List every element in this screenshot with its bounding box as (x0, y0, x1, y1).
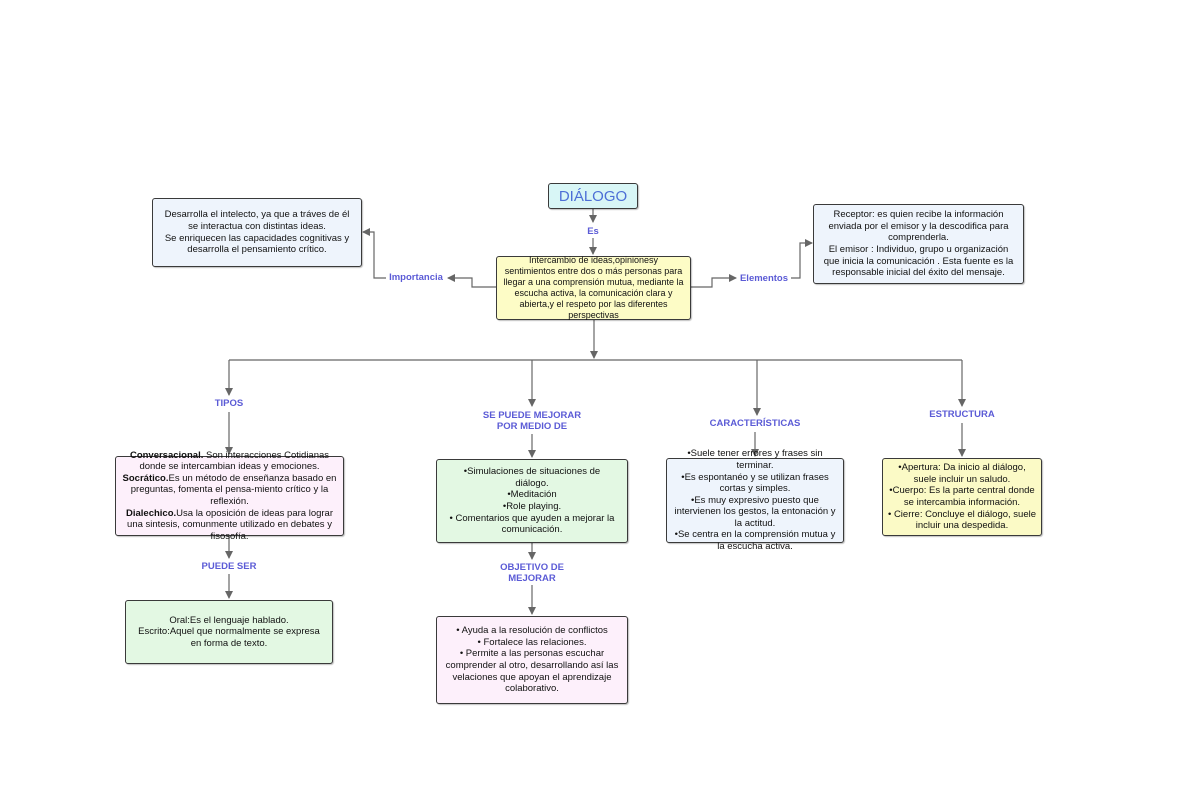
objetivo-line-3: • Permite a las personas escuchar compre… (445, 648, 619, 695)
tipos-item-socratico: Socrático.Es un método de enseñanza basa… (122, 473, 337, 508)
tipos-item-conversacional: Conversacional. Son interacciones Cotidi… (122, 450, 337, 473)
puede-ser-line-2: Escrito:Aquel que normalmente se expresa… (138, 626, 320, 649)
objetivo-box: • Ayuda a la resolución de conflictos • … (436, 616, 628, 704)
arrow-definition-to-elementos (691, 274, 737, 288)
label-objetivo: OBJETIVO DE MEJORAR (492, 562, 572, 585)
caracteristicas-box: •Suele tener errores y frases sin termin… (666, 448, 844, 552)
mejorar-line-4: • Comentarios que ayuden a mejorar la co… (449, 512, 615, 536)
label-objetivo-line-1: OBJETIVO DE (500, 562, 564, 573)
puede-ser-box: Oral:Es el lenguaje hablado. Escrito:Aqu… (125, 600, 333, 664)
label-tipos: TIPOS (214, 398, 244, 409)
label-puede-ser: PUEDE SER (201, 561, 257, 572)
arrow-definition-to-importancia (447, 274, 496, 288)
elementos-line-2: El emisor : Individuo, grupo u organizac… (823, 244, 1014, 279)
arrow-elementos-to-box (791, 239, 813, 279)
estructura-box: •Apertura: Da inicio al diálogo, suele i… (882, 458, 1042, 536)
label-mejorar: SE PUEDE MEJORAR POR MEDIO DE (472, 410, 592, 433)
tipos-item-2-text: Es un método de enseñanza basado en preg… (130, 472, 337, 507)
mejorar-line-1: •Simulaciones de situaciones de diálogo. (463, 466, 601, 489)
mejorar-line-2: •Meditación (507, 489, 557, 501)
tipos-item-1-title: Conversacional. (129, 449, 204, 461)
label-caracteristicas: CARACTERÍSTICAS (709, 418, 801, 429)
objetivo-line-1: • Ayuda a la resolución de conflictos (456, 625, 608, 637)
label-estructura: ESTRUCTURA (929, 409, 995, 420)
estructura-line-2: •Cuerpo: Es la parte central donde se in… (889, 485, 1035, 508)
caracteristicas-line-2: •Es espontanéo y se utilizan frases cort… (681, 471, 829, 495)
elementos-line-1: Receptor: es quien recibe la información… (828, 209, 1009, 244)
label-importancia: Importancia (389, 272, 443, 283)
estructura-line-3: • Cierre: Concluye el diálogo, suele inc… (887, 508, 1036, 532)
objetivo-line-2: • Fortalece las relaciones. (477, 636, 587, 648)
label-es: Es (587, 226, 599, 237)
definition-text: Intercambio de ideas,opinionesy sentimie… (503, 255, 684, 320)
label-elementos: Elementos (739, 273, 789, 284)
label-objetivo-line-2: MEJORAR (508, 573, 556, 585)
puede-ser-line-1: Oral:Es el lenguaje hablado. (169, 614, 289, 626)
tipos-item-dialechico: Dialechico.Usa la oposición de ideas par… (122, 508, 337, 543)
mejorar-line-3: •Role playing. (502, 501, 562, 512)
caracteristicas-line-3: •Es muy expresivo puesto que intervienen… (674, 494, 836, 529)
tipos-item-3-text: Usa la oposición de ideas para lograr un… (127, 507, 333, 542)
estructura-line-1: •Apertura: Da inicio al diálogo, suele i… (898, 462, 1026, 485)
importancia-line-2: Se enriquecen las capacidades cognitivas… (164, 232, 350, 256)
label-mejorar-line-1: SE PUEDE MEJORAR (482, 410, 582, 421)
tipos-item-3-title: Dialechico. (125, 507, 177, 519)
tipos-item-2-title: Socrático. (122, 472, 169, 484)
caracteristicas-line-4: •Se centra en la comprensión mutua y la … (674, 529, 836, 553)
label-mejorar-line-2: POR MEDIO DE (496, 421, 568, 433)
arrow-importancia-to-box (362, 228, 386, 279)
importancia-box: Desarrolla el intelecto, ya que a tráves… (152, 198, 362, 267)
caracteristicas-line-1: •Suele tener errores y frases sin termin… (687, 448, 823, 471)
tipos-box: Conversacional. Son interacciones Cotidi… (115, 450, 344, 542)
definition-box: Intercambio de ideas,opinionesy sentimie… (496, 255, 691, 320)
diagram-title: DIÁLOGO (548, 183, 638, 209)
tipos-item-1-text: Son interacciones Cotidianas donde se in… (139, 449, 330, 473)
elementos-box: Receptor: es quien recibe la información… (813, 204, 1024, 284)
importancia-line-1: Desarrolla el intelecto, ya que a tráves… (164, 209, 350, 232)
mejorar-box: •Simulaciones de situaciones de diálogo.… (436, 459, 628, 543)
